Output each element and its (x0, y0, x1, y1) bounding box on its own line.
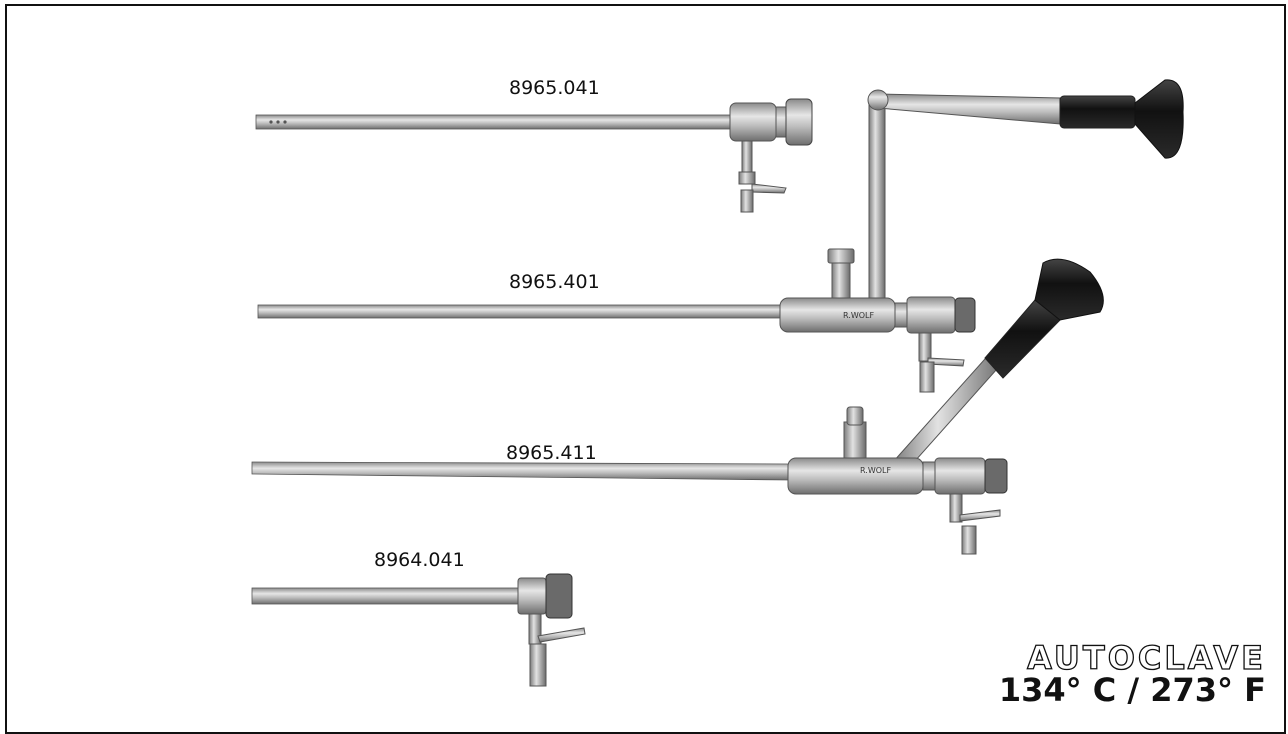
instrument-illustration: R.WOLF R.WOLF (251, 79, 1184, 687)
engraving-401: R.WOLF (843, 311, 874, 320)
product-code-8965-041: 8965.041 (509, 77, 600, 99)
product-code-8965-401: 8965.401 (509, 271, 600, 293)
instrument-8964-041 (251, 573, 586, 687)
product-code-8965-411: 8965.411 (506, 442, 597, 464)
product-code-8964-041: 8964.041 (374, 549, 465, 571)
autoclave-badge: AUTOCLAVE 134° C / 273° F (998, 639, 1266, 709)
instrument-8965-411 (251, 258, 1104, 555)
engraving-411: R.WOLF (860, 466, 891, 475)
instrument-8965-401 (257, 79, 1184, 393)
autoclave-label: AUTOCLAVE (1026, 639, 1266, 677)
instrument-8965-041 (255, 98, 813, 213)
autoclave-temperature: 134° C / 273° F (998, 671, 1266, 709)
